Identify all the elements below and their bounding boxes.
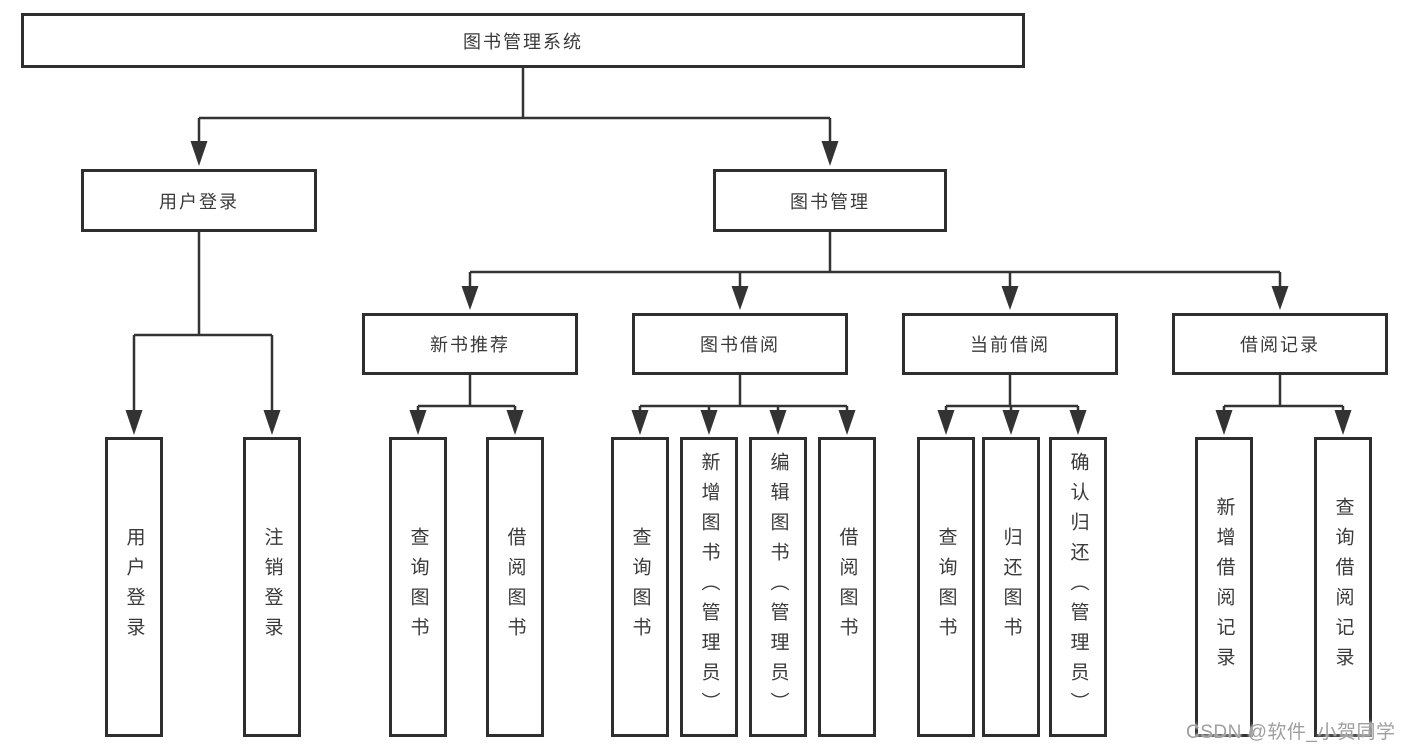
leaf-add-books-admin-label: 新增图书（管理员）	[698, 452, 720, 722]
node-user-login-label: 用户登录	[159, 191, 239, 212]
arrow-icon	[1002, 410, 1020, 435]
arrow-icon	[1334, 410, 1352, 435]
connector-root	[197, 68, 832, 142]
arrow-icon	[631, 410, 649, 435]
connector-book-borrow	[638, 375, 849, 411]
arrow-icon	[1001, 286, 1019, 310]
arrowheads	[125, 141, 1352, 435]
node-new-book-recommend-label: 新书推荐	[430, 335, 510, 355]
arrow-icon	[263, 410, 281, 435]
leaf-borrow-books-1: 借阅图书	[486, 437, 544, 737]
leaf-query-books-3: 查询图书	[917, 437, 975, 737]
leaf-logout-label: 注销登录	[261, 527, 283, 647]
leaf-query-books-1-label: 查询图书	[407, 527, 429, 647]
leaf-edit-books-admin-label: 编辑图书（管理员）	[767, 452, 789, 722]
connector-user-login	[132, 232, 274, 411]
node-new-book-recommend: 新书推荐	[362, 313, 578, 375]
arrow-icon	[1271, 286, 1289, 310]
node-current-borrow-label: 当前借阅	[970, 335, 1050, 355]
leaf-borrow-books-2-label: 借阅图书	[836, 527, 858, 647]
arrow-icon	[409, 410, 427, 435]
leaf-query-books-1: 查询图书	[389, 437, 447, 737]
leaf-user-login-label: 用户登录	[123, 527, 145, 647]
arrow-icon	[1069, 410, 1087, 435]
connector-new-books	[416, 375, 517, 411]
leaf-return-books: 归还图书	[982, 437, 1040, 737]
leaf-confirm-return-admin: 确认归还（管理员）	[1049, 437, 1107, 737]
leaf-user-login: 用户登录	[105, 437, 163, 737]
arrow-icon	[700, 410, 718, 435]
leaf-add-books-admin: 新增图书（管理员）	[680, 437, 738, 737]
leaf-query-books-3-label: 查询图书	[935, 527, 957, 647]
leaf-add-borrow-record-label: 新增借阅记录	[1213, 497, 1235, 677]
node-book-management-label: 图书管理	[790, 191, 870, 212]
node-borrow-records-label: 借阅记录	[1240, 335, 1320, 355]
leaf-confirm-return-admin-label: 确认归还（管理员）	[1067, 452, 1089, 722]
node-user-login: 用户登录	[81, 169, 317, 232]
arrow-icon	[461, 286, 479, 310]
connector-borrow-records	[1222, 375, 1345, 411]
node-borrow-records: 借阅记录	[1172, 313, 1388, 375]
arrow-icon	[821, 141, 839, 166]
node-book-management: 图书管理	[713, 169, 947, 232]
arrow-icon	[125, 410, 143, 435]
leaf-query-borrow-record: 查询借阅记录	[1314, 437, 1372, 737]
node-book-borrow-label: 图书借阅	[700, 335, 780, 355]
arrow-icon	[838, 410, 856, 435]
arrow-icon	[769, 410, 787, 435]
csdn-watermark: CSDN @软件_小贺同学	[1186, 722, 1396, 743]
leaf-query-books-2: 查询图书	[611, 437, 669, 737]
leaf-edit-books-admin: 编辑图书（管理员）	[749, 437, 807, 737]
connector-book-mgmt	[468, 232, 1282, 287]
node-root: 图书管理系统	[21, 13, 1025, 68]
leaf-query-borrow-record-label: 查询借阅记录	[1332, 497, 1354, 677]
connector-current-borrow	[944, 375, 1080, 411]
node-book-borrow: 图书借阅	[632, 313, 848, 375]
arrow-icon	[937, 410, 955, 435]
node-current-borrow: 当前借阅	[902, 313, 1118, 375]
node-root-label: 图书管理系统	[463, 31, 583, 52]
arrow-icon	[506, 410, 524, 435]
leaf-borrow-books-1-label: 借阅图书	[504, 527, 526, 647]
leaf-query-books-2-label: 查询图书	[629, 527, 651, 647]
leaf-add-borrow-record: 新增借阅记录	[1195, 437, 1253, 737]
arrow-icon	[1215, 410, 1233, 435]
arrow-icon	[731, 286, 749, 310]
leaf-logout: 注销登录	[243, 437, 301, 737]
leaf-borrow-books-2: 借阅图书	[818, 437, 876, 737]
leaf-return-books-label: 归还图书	[1000, 527, 1022, 647]
arrow-icon	[190, 141, 208, 166]
